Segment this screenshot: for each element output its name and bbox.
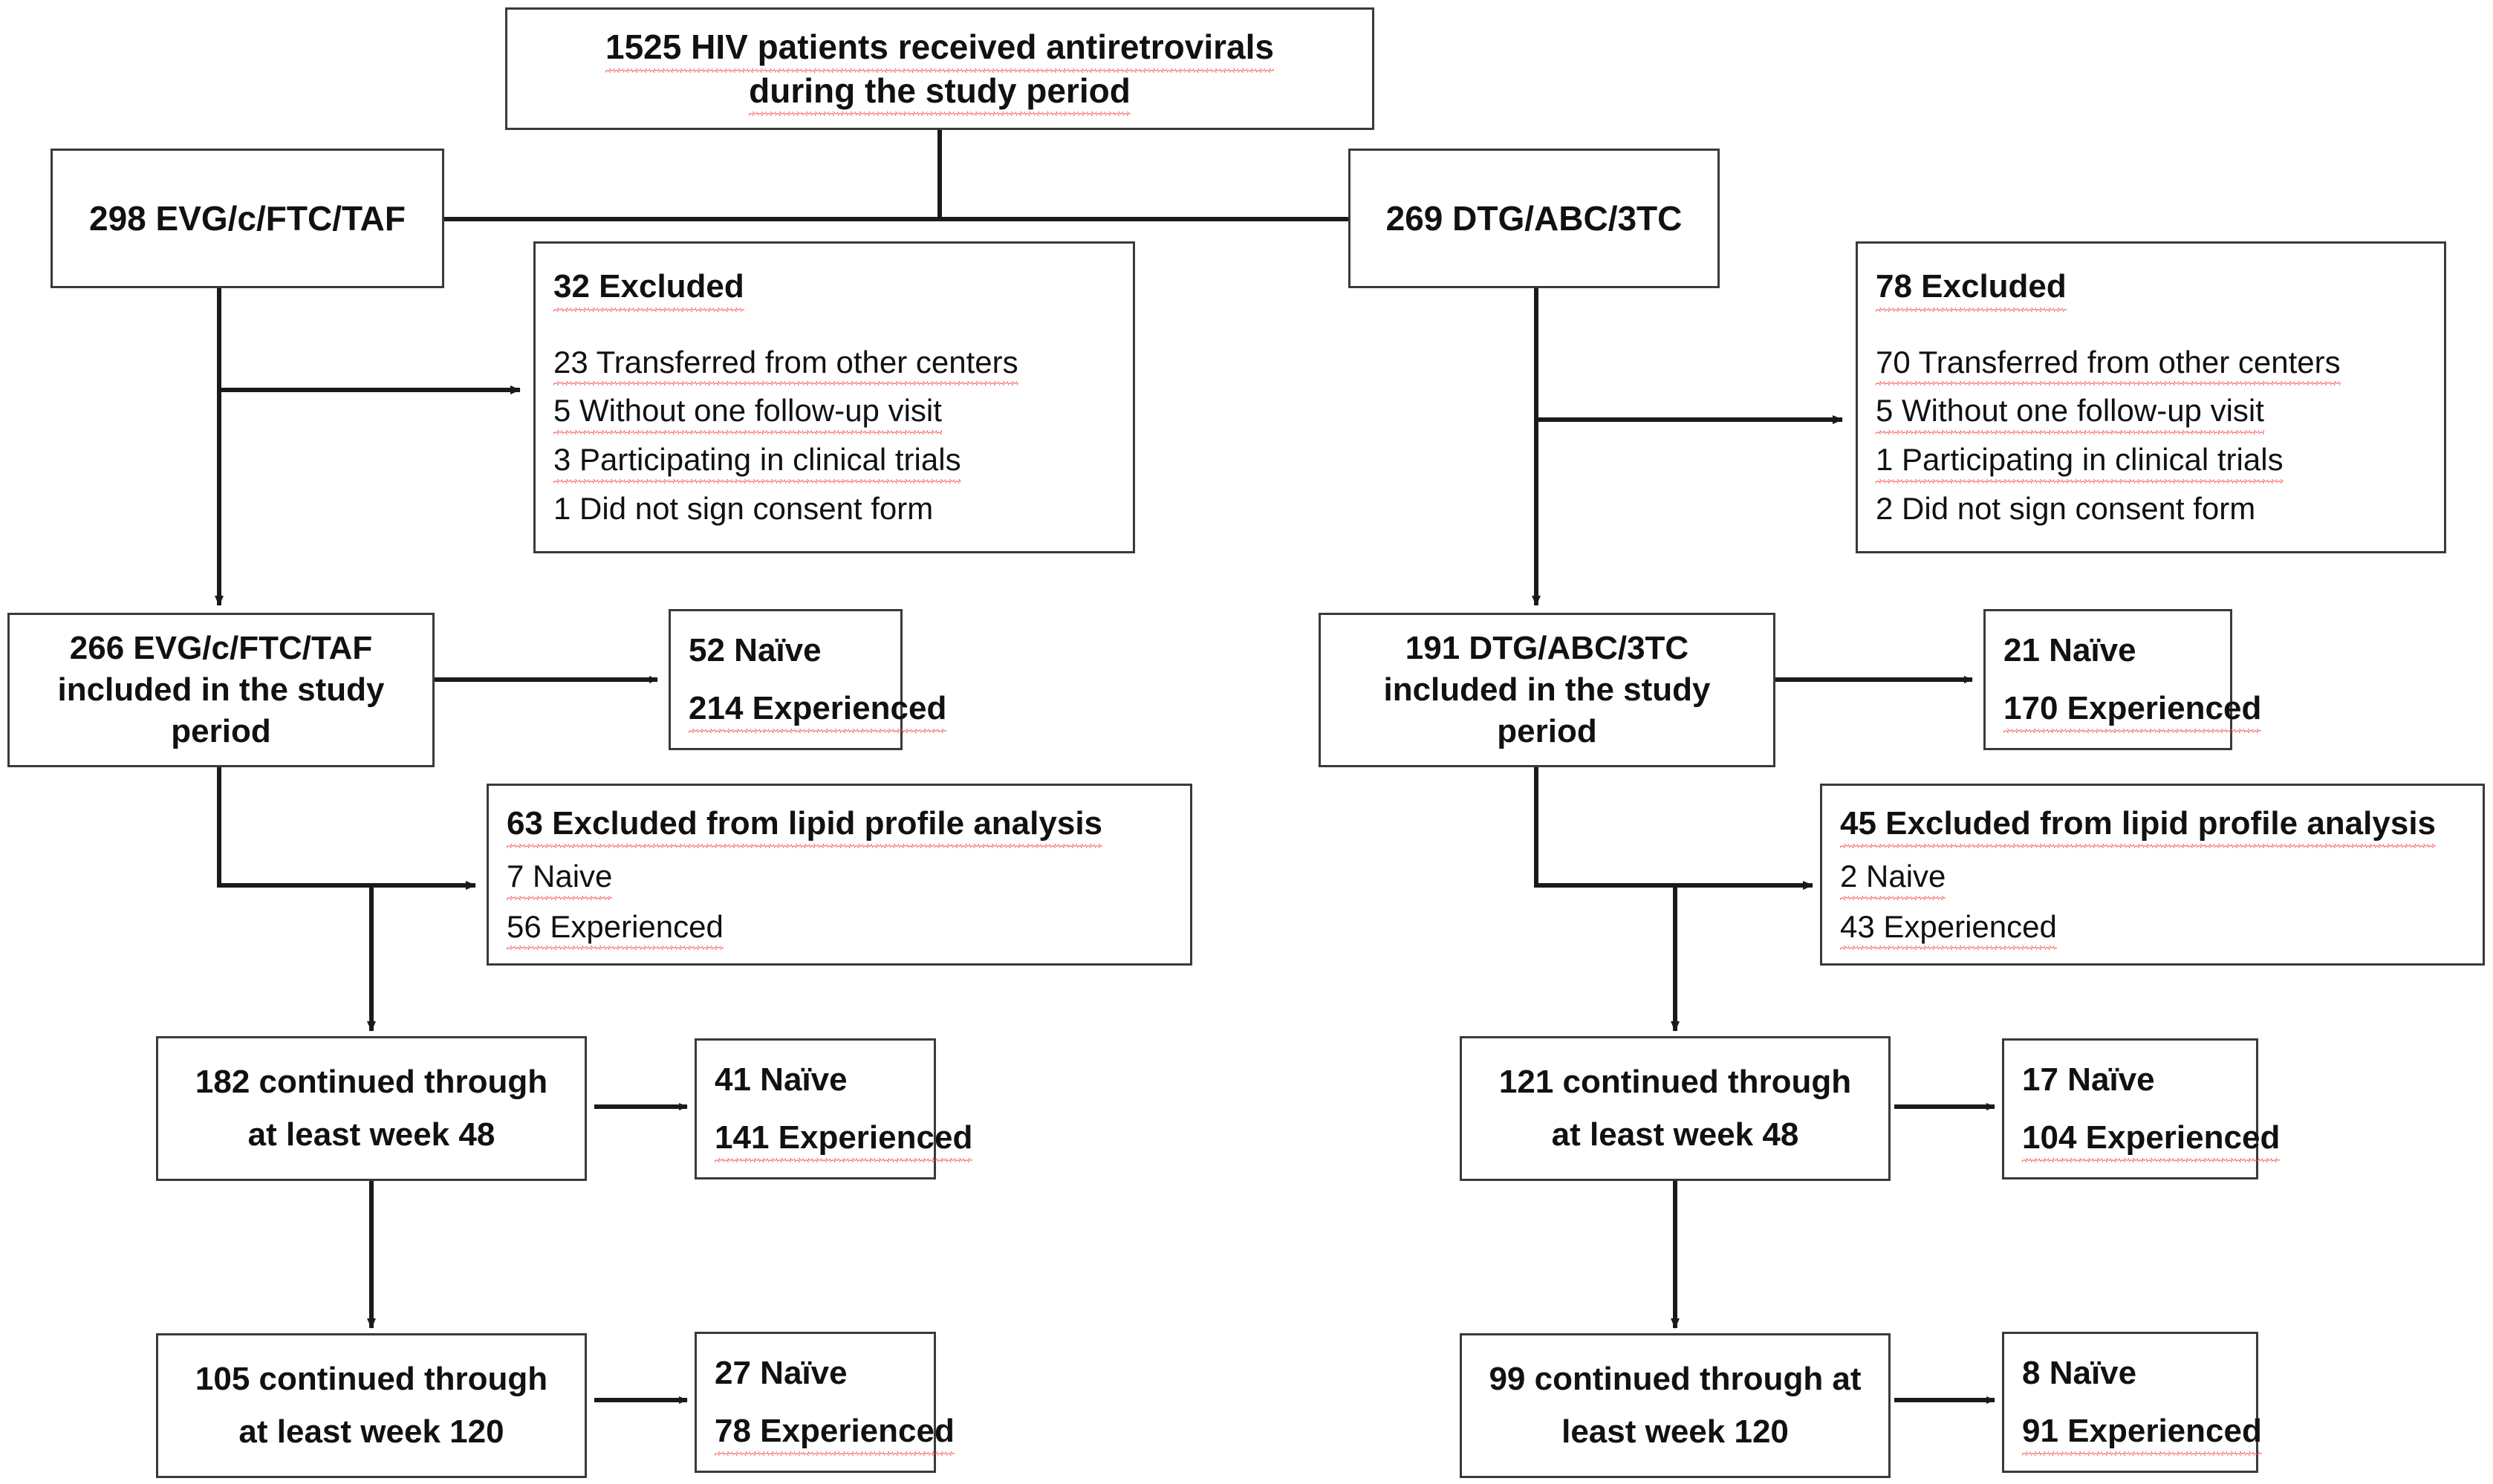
node-left-week48-line1: 182 continued through: [195, 1064, 548, 1101]
node-left-arm: 298 EVG/c/FTC/TAF: [51, 149, 444, 288]
node-right-week120-split: 8 Naïve 91 Experienced: [2002, 1332, 2262, 1473]
node-left-week120: 105 continued through at least week 120: [156, 1333, 587, 1478]
node-left-lipid-excluded-title: 63 Excluded from lipid profile analysis: [489, 803, 1103, 849]
node-right-week120: 99 continued through at least week 120: [1460, 1333, 1891, 1478]
node-left-week48-split-naive: 41 Naïve: [715, 1061, 848, 1098]
node-left-week48: 182 continued through at least week 48: [156, 1036, 587, 1181]
node-right-week48: 121 continued through at least week 48: [1460, 1036, 1891, 1181]
node-total: 1525 HIV patients received antiretrovira…: [505, 7, 1374, 130]
node-right-included-split: 21 Naïve 170 Experienced: [1983, 609, 2262, 750]
node-left-week120-split-experienced: 78 Experienced: [697, 1410, 955, 1457]
node-right-excluded-item-2: 1 Participating in clinical trials: [1858, 440, 2284, 484]
node-right-included-line2: included in the study: [1383, 671, 1711, 708]
node-left-week48-split-experienced: 141 Experienced: [697, 1117, 973, 1163]
node-right-arm: 269 DTG/ABC/3TC: [1348, 149, 1720, 288]
node-left-lipid-excluded-naive: 7 Naive: [489, 856, 613, 900]
node-left-included-line2: included in the study: [57, 671, 385, 708]
edge-right-included-to-lipid-excluded: [1534, 767, 1813, 890]
node-right-week120-split-naive: 8 Naïve: [2022, 1354, 2137, 1391]
node-right-included-line3: period: [1497, 713, 1597, 750]
edge-left-included-to-lipid-excluded: [217, 767, 476, 890]
node-total-line1: 1525 HIV patients received antiretrovira…: [605, 25, 1274, 73]
node-left-week120-split: 27 Naïve 78 Experienced: [695, 1332, 955, 1473]
node-left-excluded-item-3: 1 Did not sign consent form: [553, 490, 934, 526]
node-left-included-split-naive: 52 Naïve: [689, 631, 822, 668]
node-right-lipid-excluded-experienced: 43 Experienced: [1822, 907, 2057, 951]
node-right-excluded: 78 Excluded 70 Transferred from other ce…: [1856, 241, 2446, 553]
node-right-week120-line2: least week 120: [1561, 1413, 1789, 1450]
node-right-week48-line2: at least week 48: [1551, 1116, 1799, 1153]
node-right-excluded-title: 78 Excluded: [1858, 266, 2067, 312]
node-left-week120-line2: at least week 120: [238, 1413, 504, 1450]
node-right-included: 191 DTG/ABC/3TC included in the study pe…: [1319, 613, 1775, 767]
node-right-excluded-item-3: 2 Did not sign consent form: [1876, 490, 2256, 526]
node-right-included-line1: 191 DTG/ABC/3TC: [1405, 629, 1689, 666]
node-left-excluded-title: 32 Excluded: [536, 266, 744, 312]
node-right-week48-split-experienced: 104 Experienced: [2004, 1117, 2281, 1163]
node-left-week48-split: 41 Naïve 141 Experienced: [695, 1038, 973, 1179]
node-left-week120-line1: 105 continued through: [195, 1361, 548, 1398]
node-right-lipid-excluded-title: 45 Excluded from lipid profile analysis: [1822, 803, 2437, 849]
node-right-included-split-experienced: 170 Experienced: [1986, 688, 2262, 734]
node-left-excluded-item-0: 23 Transferred from other centers: [536, 342, 1018, 386]
node-left-week48-line2: at least week 48: [247, 1116, 495, 1153]
node-left-included-line1: 266 EVG/c/FTC/TAF: [69, 629, 373, 666]
node-left-included: 266 EVG/c/FTC/TAF included in the study …: [7, 613, 435, 767]
node-total-line2: during the study period: [749, 69, 1131, 117]
node-left-included-split-experienced: 214 Experienced: [671, 688, 947, 734]
node-left-excluded: 32 Excluded 23 Transferred from other ce…: [533, 241, 1135, 553]
node-right-week120-split-experienced: 91 Experienced: [2004, 1410, 2262, 1457]
node-left-lipid-excluded-experienced: 56 Experienced: [489, 907, 724, 951]
node-left-included-split: 52 Naïve 214 Experienced: [669, 609, 947, 750]
node-left-lipid-excluded: 63 Excluded from lipid profile analysis …: [487, 784, 1192, 966]
node-right-lipid-excluded: 45 Excluded from lipid profile analysis …: [1820, 784, 2485, 966]
node-right-excluded-item-0: 70 Transferred from other centers: [1858, 342, 2341, 386]
node-right-week120-line1: 99 continued through at: [1489, 1361, 1862, 1398]
node-right-week48-split-naive: 17 Naïve: [2022, 1061, 2155, 1098]
node-left-excluded-item-2: 3 Participating in clinical trials: [536, 440, 961, 484]
node-right-arm-label: 269 DTG/ABC/3TC: [1385, 198, 1683, 238]
node-right-included-split-naive: 21 Naïve: [2003, 631, 2136, 668]
node-right-excluded-item-1: 5 Without one follow-up visit: [1858, 391, 2264, 435]
node-left-week120-split-naive: 27 Naïve: [715, 1354, 848, 1391]
node-left-included-line3: period: [171, 713, 271, 750]
node-right-week48-line1: 121 continued through: [1498, 1064, 1852, 1101]
node-left-excluded-item-1: 5 Without one follow-up visit: [536, 391, 942, 435]
node-right-week48-split: 17 Naïve 104 Experienced: [2002, 1038, 2281, 1179]
node-right-lipid-excluded-naive: 2 Naive: [1822, 856, 1946, 900]
node-left-arm-label: 298 EVG/c/FTC/TAF: [88, 198, 406, 238]
